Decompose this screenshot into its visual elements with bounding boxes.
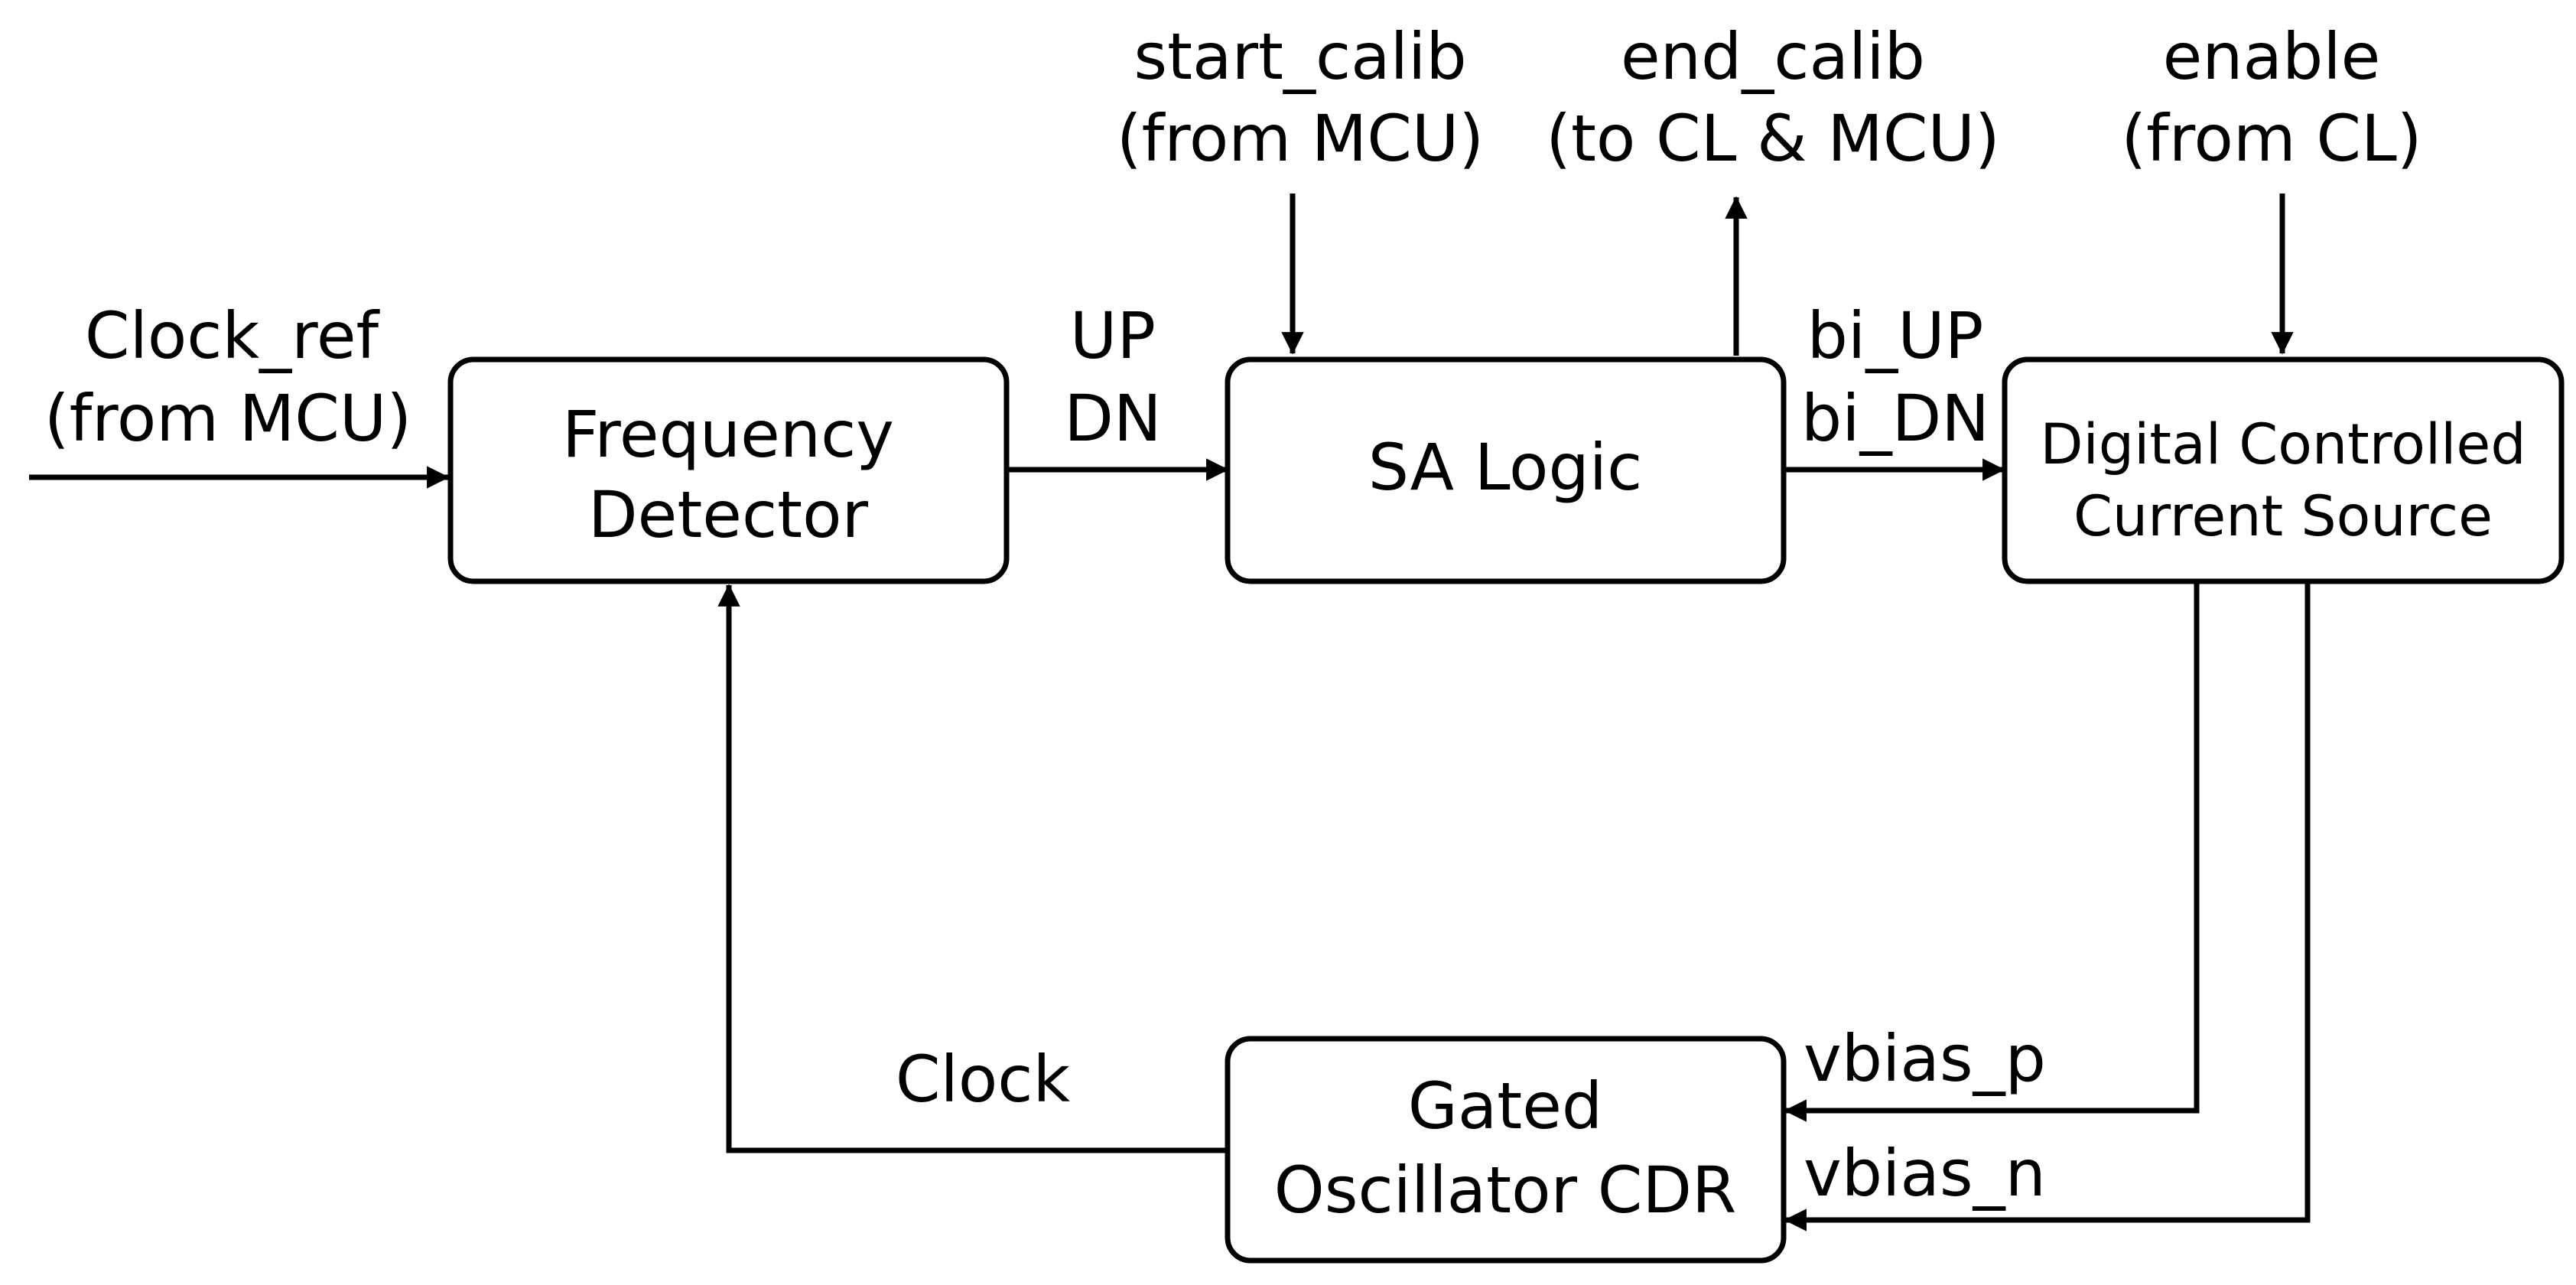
start-calib-label: start_calib [1134, 19, 1466, 94]
sa-logic-block: SA Logic [1225, 356, 1787, 584]
oscillator-label-line2: Oscillator CDR [1274, 1153, 1737, 1228]
current-source-label-line1: Digital Controlled [2040, 412, 2526, 477]
vbias-n-label: vbias_n [1804, 1136, 2046, 1211]
wires [29, 194, 2311, 1231]
vbias-p-label: vbias_p [1804, 1021, 2046, 1096]
clock-ref-label: Clock_ref [85, 298, 381, 373]
end-calib-label: end_calib [1621, 19, 1925, 94]
clock-feedback-wire [717, 584, 1228, 1153]
frequency-detector-label-line1: Frequency [562, 397, 894, 472]
oscillator-block: Gated Oscillator CDR [1225, 1036, 1787, 1264]
current-source-block: Digital Controlled Current Source [2002, 356, 2565, 584]
start-calib-source-label: (from MCU) [1117, 101, 1484, 176]
enable-source-label: (from CL) [2121, 101, 2422, 176]
up-label: UP [1070, 298, 1156, 373]
clock-label: Clock [896, 1042, 1071, 1117]
dn-label: DN [1064, 381, 1162, 456]
oscillator-label-line1: Gated [1408, 1069, 1603, 1143]
clock-ref-source-label: (from MCU) [44, 381, 411, 456]
end-calib-destination-label: (to CL & MCU) [1546, 101, 2000, 176]
frequency-detector-block: Frequency Detector [447, 356, 1010, 584]
sa-logic-label: SA Logic [1368, 430, 1643, 505]
signal-labels: Clock_ref (from MCU) UP DN start_calib (… [44, 19, 2422, 1211]
bi-dn-label: bi_DN [1801, 381, 1989, 456]
vbias-p-wire [1784, 582, 2200, 1122]
frequency-detector-label-line2: Detector [588, 477, 868, 552]
enable-label: enable [2163, 19, 2381, 94]
current-source-label-line2: Current Source [2073, 484, 2493, 549]
vbias-n-wire [1784, 582, 2311, 1231]
bi-up-label: bi_UP [1807, 298, 1984, 373]
